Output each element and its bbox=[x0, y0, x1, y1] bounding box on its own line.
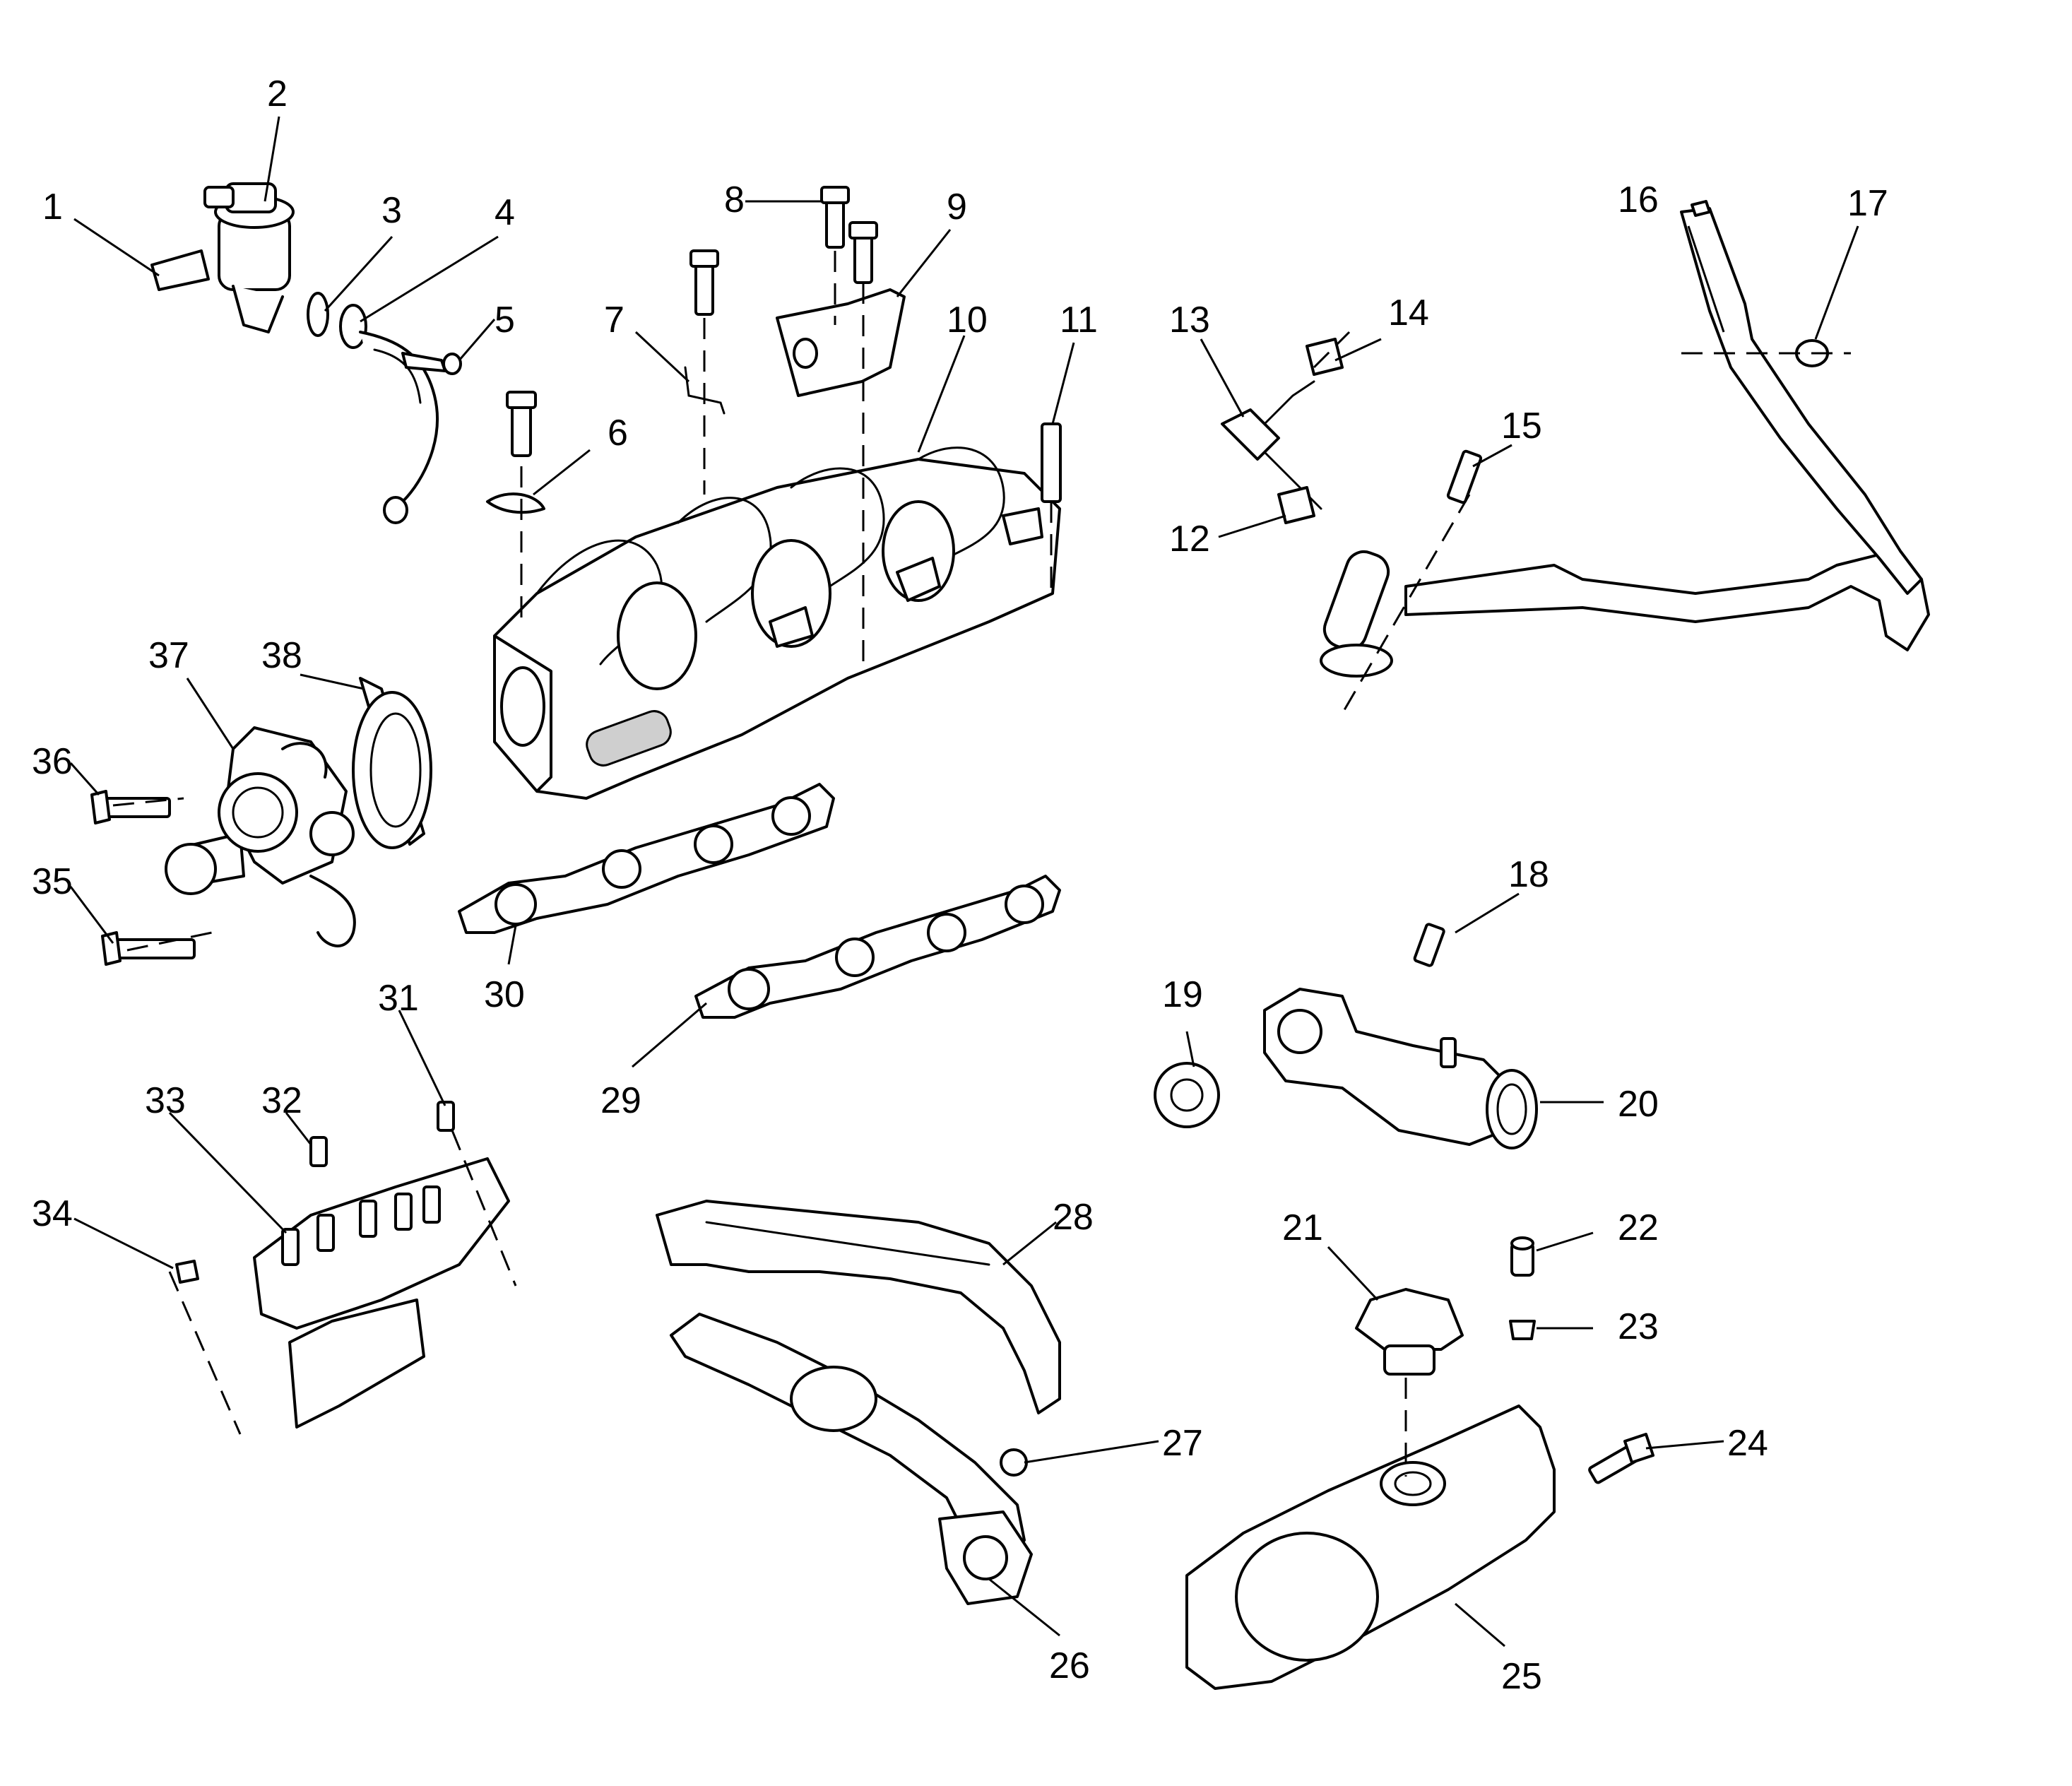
callout-labels: 1 2 3 4 5 6 7 8 9 10 11 12 13 14 15 16 1… bbox=[32, 73, 1888, 1697]
egr-pipe-and-heat-shield bbox=[656, 1200, 1061, 1605]
callout-6: 6 bbox=[608, 413, 628, 454]
callout-8: 8 bbox=[724, 179, 745, 220]
callout-28: 28 bbox=[1053, 1197, 1094, 1238]
callout-17: 17 bbox=[1847, 183, 1888, 224]
callout-2: 2 bbox=[267, 73, 288, 114]
callout-21: 21 bbox=[1282, 1207, 1323, 1248]
callout-25: 25 bbox=[1501, 1656, 1542, 1697]
callout-5: 5 bbox=[495, 300, 515, 341]
callout-33: 33 bbox=[145, 1080, 186, 1121]
callout-37: 37 bbox=[148, 635, 189, 676]
callout-31: 31 bbox=[378, 978, 419, 1019]
water-outlet-assembly bbox=[1154, 923, 1538, 1149]
intake-manifold bbox=[493, 446, 1061, 800]
intake-gaskets bbox=[458, 783, 1061, 1019]
callout-24: 24 bbox=[1727, 1423, 1768, 1464]
callout-35: 35 bbox=[32, 861, 73, 902]
callout-34: 34 bbox=[32, 1193, 73, 1234]
crossover-housing-assembly bbox=[1185, 1236, 1654, 1690]
callout-13: 13 bbox=[1169, 300, 1210, 341]
callout-4: 4 bbox=[495, 192, 515, 233]
callout-7: 7 bbox=[604, 300, 624, 341]
callout-23: 23 bbox=[1618, 1306, 1659, 1347]
bypass-tube-assembly bbox=[1221, 200, 1930, 678]
callout-14: 14 bbox=[1388, 292, 1429, 333]
throttle-body-assembly bbox=[90, 677, 432, 966]
callout-3: 3 bbox=[381, 190, 402, 231]
callout-27: 27 bbox=[1162, 1423, 1203, 1464]
assembly-dash-lines bbox=[112, 251, 1851, 1477]
callout-32: 32 bbox=[261, 1080, 302, 1121]
callout-26: 26 bbox=[1049, 1645, 1090, 1686]
callout-18: 18 bbox=[1508, 854, 1549, 895]
callout-9: 9 bbox=[947, 187, 967, 227]
callout-1: 1 bbox=[42, 187, 63, 227]
manifold-bolts-and-bracket bbox=[486, 186, 1062, 514]
callout-15: 15 bbox=[1501, 406, 1542, 446]
callout-16: 16 bbox=[1618, 179, 1659, 220]
callout-38: 38 bbox=[261, 635, 302, 676]
callout-20: 20 bbox=[1618, 1084, 1659, 1125]
callout-36: 36 bbox=[32, 741, 73, 782]
callout-30: 30 bbox=[484, 974, 525, 1015]
callout-12: 12 bbox=[1169, 519, 1210, 560]
callout-29: 29 bbox=[600, 1080, 641, 1121]
callout-22: 22 bbox=[1618, 1207, 1659, 1248]
ignition-coil-module bbox=[175, 1101, 510, 1429]
callout-11: 11 bbox=[1060, 300, 1098, 341]
callout-19: 19 bbox=[1162, 974, 1203, 1015]
callout-10: 10 bbox=[947, 300, 988, 341]
air-injection-valve-assembly bbox=[150, 182, 462, 524]
callout-leader-lines bbox=[69, 116, 1859, 1648]
